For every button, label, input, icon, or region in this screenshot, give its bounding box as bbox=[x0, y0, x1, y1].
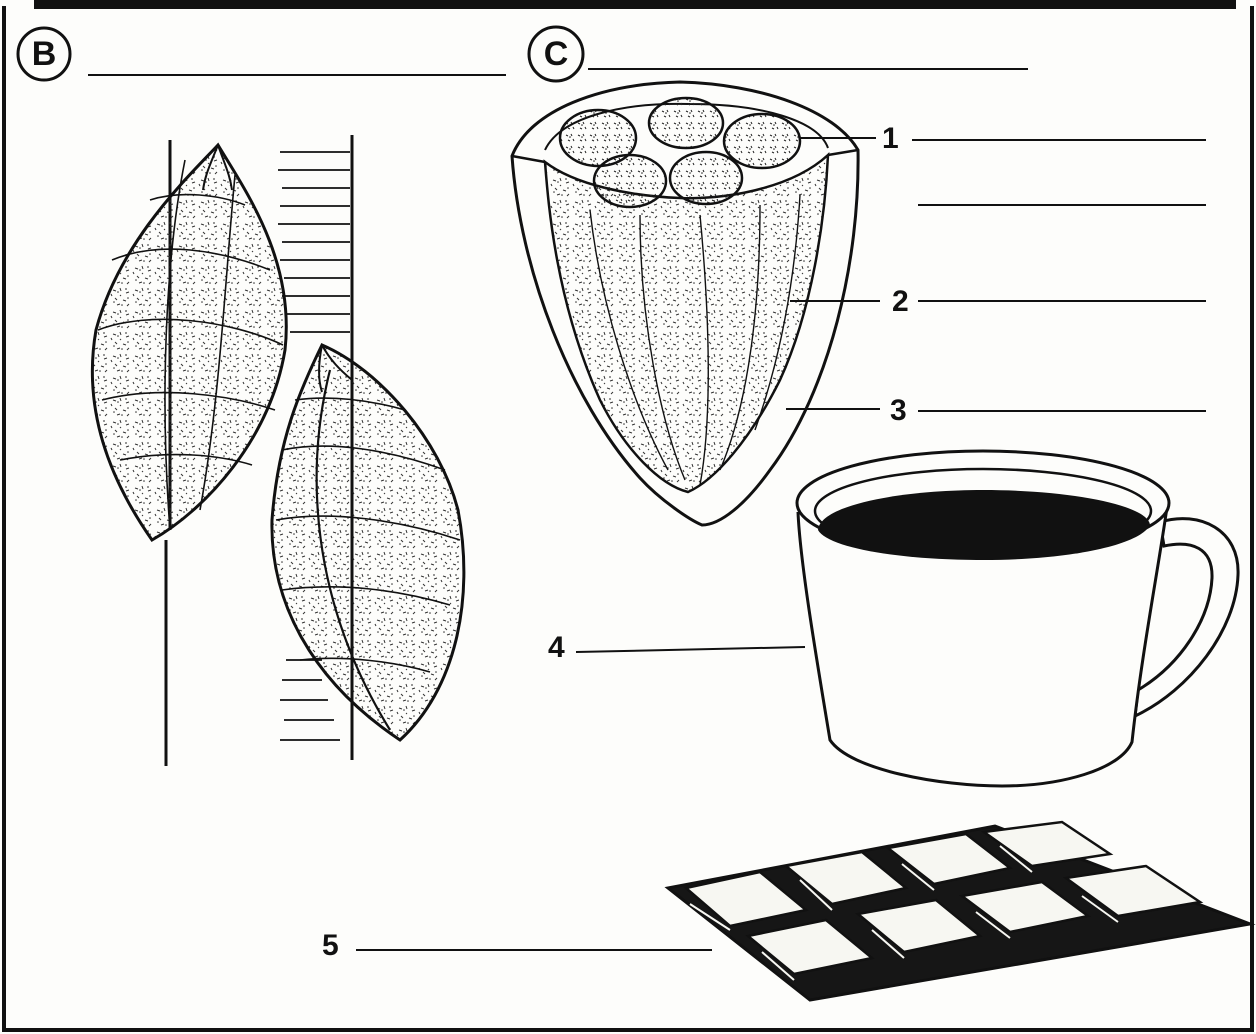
callout-number-4: 4 bbox=[548, 633, 565, 663]
callout-number-1: 1 bbox=[882, 124, 899, 154]
callout-line-4 bbox=[576, 647, 805, 652]
panel-b-label: B bbox=[22, 32, 66, 76]
header-bar bbox=[34, 0, 1236, 9]
chocolate-bar bbox=[668, 822, 1250, 1000]
callout-number-3: 3 bbox=[890, 396, 907, 426]
callout-number-5: 5 bbox=[322, 931, 339, 961]
cocoa-cup bbox=[797, 451, 1238, 786]
cacao-pod-left bbox=[92, 145, 286, 540]
callout-number-2: 2 bbox=[892, 287, 909, 317]
cacao-pod-cross-section bbox=[512, 82, 858, 525]
panel-c-label: C bbox=[534, 32, 578, 76]
